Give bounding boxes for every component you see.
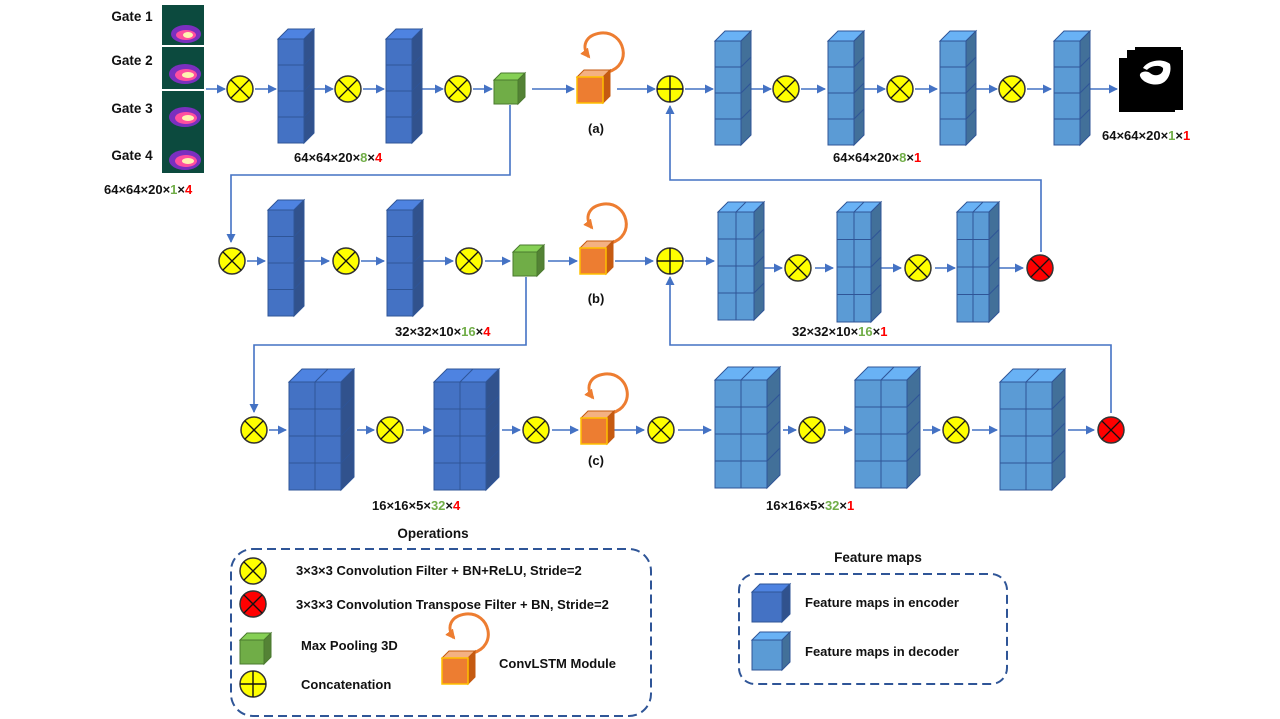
- gate-label-3: Gate 3: [111, 101, 153, 116]
- stage-label-c: (c): [588, 453, 604, 468]
- decoder-block-r2-1: [716, 200, 766, 322]
- legend-operations-title: Operations: [397, 526, 468, 541]
- encoder-block-r1-1: [276, 27, 316, 145]
- gate-image-4: [162, 131, 204, 173]
- convt-op-1: [1026, 254, 1054, 282]
- gate-image-2: [162, 47, 204, 89]
- legend-conv-icon: [239, 557, 267, 585]
- legend-decoder-icon: [750, 630, 792, 672]
- convlstm-b: [578, 202, 628, 276]
- convt-op-2: [1097, 416, 1125, 444]
- decoder-block-r3-2: [853, 365, 922, 490]
- output-dims: 64×64×20×1×1: [1102, 128, 1190, 143]
- decoder-block-r1-4: [1052, 29, 1092, 147]
- conv-op-r1-3: [444, 75, 472, 103]
- dec1-dims: 64×64×20×8×1: [833, 150, 921, 165]
- output-mask-image: [1119, 47, 1183, 112]
- conv-op-r2-3: [455, 247, 483, 275]
- decoder-block-r2-3: [955, 200, 1001, 324]
- conv-op-r3-6: [942, 416, 970, 444]
- conv-op-r1-6: [998, 75, 1026, 103]
- conv-op-r1-1: [226, 75, 254, 103]
- input-gates: Gate 1 Gate 2 Gate 3 Gate 4 64: [104, 5, 204, 197]
- decoder-block-r1-3: [938, 29, 978, 147]
- stage-label-b: (b): [588, 291, 605, 306]
- layers: [218, 27, 1125, 698]
- stage-label-a: (a): [588, 121, 604, 136]
- encoder-block-r2-2: [385, 198, 425, 318]
- gate-image-1: [162, 5, 204, 45]
- legend-encoder-icon: [750, 582, 792, 624]
- conv-op-r1-5: [886, 75, 914, 103]
- legend-convlstm-icon: [440, 612, 490, 686]
- convlstm-c: [579, 372, 629, 446]
- legend-fm-box: [738, 573, 1008, 685]
- convlstm-a: [575, 31, 625, 105]
- legend-concat-icon: [239, 670, 267, 698]
- legend-encoder-label: Feature maps in encoder: [805, 595, 959, 610]
- legend-pool-label: Max Pooling 3D: [301, 638, 398, 653]
- maxpool-r1: [492, 71, 527, 106]
- dec2-dims: 32×32×10×16×1: [792, 324, 887, 339]
- decoder-block-r1-2: [826, 29, 866, 147]
- encoder-block-r3-1: [287, 367, 356, 492]
- conv-op-r3-3: [522, 416, 550, 444]
- legend-pool-icon: [238, 631, 273, 666]
- legend-conv-label: 3×3×3 Convolution Filter + BN+ReLU, Stri…: [296, 563, 582, 578]
- decoder-block-r1-1: [713, 29, 753, 147]
- gate-label-2: Gate 2: [111, 53, 152, 68]
- encoder-block-r1-2: [384, 27, 424, 145]
- concat-op-1: [656, 75, 684, 103]
- legend-convlstm-label: ConvLSTM Module: [499, 656, 616, 671]
- enc2-dims: 32×32×10×16×4: [395, 324, 491, 339]
- decoder-block-r3-1: [713, 365, 782, 490]
- conv-op-r3-2: [376, 416, 404, 444]
- conv-op-r2-1: [218, 247, 246, 275]
- conv-op-r1-2: [334, 75, 362, 103]
- conv-op-r1-4: [772, 75, 800, 103]
- concat-op-2: [656, 247, 684, 275]
- conv-op-r3-5: [798, 416, 826, 444]
- enc3-dims: 16×16×5×32×4: [372, 498, 461, 513]
- conv-op-r2-4: [784, 254, 812, 282]
- decoder-block-r3-3: [998, 367, 1067, 492]
- encoder-block-r2-1: [266, 198, 306, 318]
- gate-label-1: Gate 1: [111, 9, 153, 24]
- gate-image-3: [162, 91, 204, 131]
- maxpool-r2: [511, 243, 546, 278]
- legend-decoder-label: Feature maps in decoder: [805, 644, 959, 659]
- conv-op-r2-2: [332, 247, 360, 275]
- conv-op-r3-1: [240, 416, 268, 444]
- input-dims: 64×64×20×1×4: [104, 182, 193, 197]
- legend-fm-title: Feature maps: [834, 550, 922, 565]
- conv-op-r2-5: [904, 254, 932, 282]
- legend-convt-label: 3×3×3 Convolution Transpose Filter + BN,…: [296, 597, 609, 612]
- decoder-block-r2-2: [835, 200, 883, 324]
- legend-convt-icon: [239, 590, 267, 618]
- legend-concat-label: Concatenation: [301, 677, 391, 692]
- dec3-dims: 16×16×5×32×1: [766, 498, 854, 513]
- encoder-block-r3-2: [432, 367, 501, 492]
- legend-operations-box: [230, 548, 652, 717]
- conv-op-r3-4: [647, 416, 675, 444]
- gate-label-4: Gate 4: [111, 148, 153, 163]
- flow-arrows: [206, 84, 1118, 435]
- enc1-dims: 64×64×20×8×4: [294, 150, 383, 165]
